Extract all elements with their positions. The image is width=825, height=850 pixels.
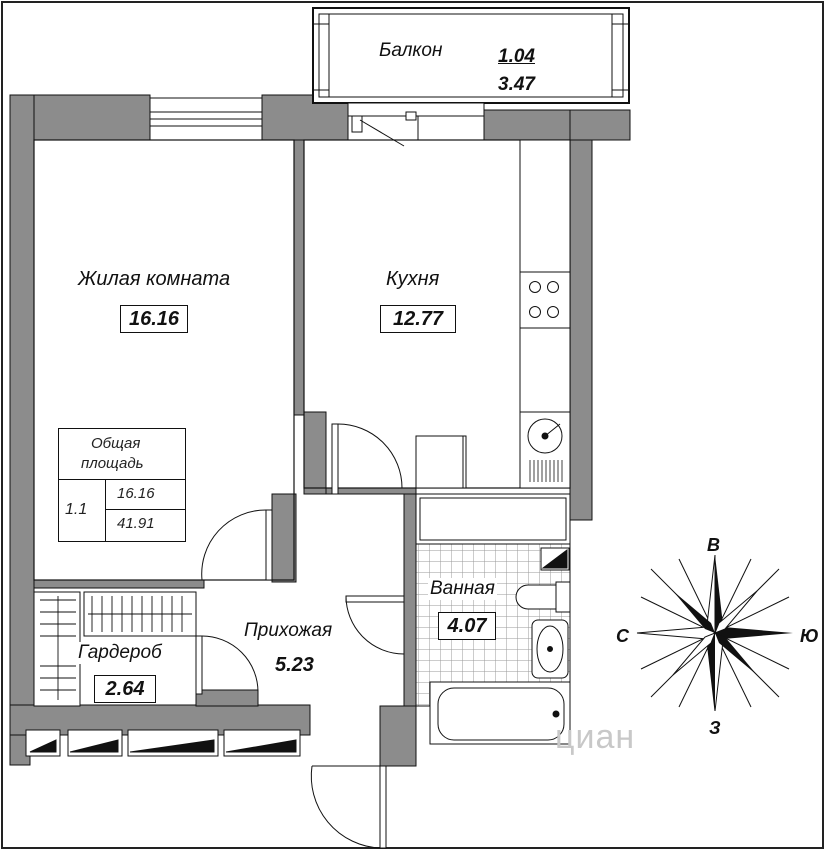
- balcony-area-1: 1.04: [498, 46, 535, 67]
- sink-icon: [527, 418, 563, 482]
- bathroom-shelf: [415, 493, 571, 545]
- kitchen-door: [331, 423, 403, 495]
- entrance-door: [310, 765, 387, 849]
- compass-west: С: [616, 626, 629, 646]
- summary-divider: [59, 479, 185, 480]
- kitchen-area: 12.77: [380, 305, 456, 333]
- compass-east: Ю: [800, 626, 819, 646]
- living-room-label: Жилая комната: [78, 268, 231, 290]
- bottom-windows: [25, 729, 301, 757]
- summary-apartment: 1.1: [65, 501, 88, 518]
- bathroom-area: 4.07: [438, 612, 496, 640]
- bathroom-door: [345, 595, 405, 655]
- balcony-label: Балкон: [379, 40, 443, 61]
- kitchen-table: [415, 435, 467, 489]
- summary-total-area: 41.91: [117, 515, 155, 532]
- compass-south: З: [709, 718, 721, 738]
- bathroom-label: Ванная: [428, 578, 497, 600]
- hallway-area: 5.23: [275, 654, 314, 676]
- summary-living-area: 16.16: [117, 485, 155, 502]
- wardrobe-shelves: [33, 591, 197, 707]
- summary-hdivider: [105, 509, 185, 510]
- living-door: [201, 509, 273, 581]
- watermark: циан: [555, 718, 636, 756]
- summary-title-2: площадь: [81, 455, 144, 472]
- wardrobe-label: Гардероб: [76, 642, 164, 664]
- balcony-door: [347, 102, 485, 147]
- compass-rose-icon: [636, 554, 793, 712]
- kitchen-label: Кухня: [386, 268, 440, 290]
- washbasin-icon: [531, 619, 569, 679]
- balcony-outline: [312, 7, 630, 104]
- toilet-icon: [515, 581, 571, 613]
- compass-north: В: [707, 535, 720, 555]
- balcony-area-2: 3.47: [498, 74, 535, 95]
- hallway-label: Прихожая: [244, 620, 333, 641]
- washing-machine-icon: [540, 547, 570, 571]
- summary-title-1: Общая: [91, 435, 141, 452]
- bathtub-icon: [429, 681, 571, 745]
- stove-icon: [529, 281, 559, 318]
- living-room-area: 16.16: [120, 305, 188, 333]
- summary-vdivider: [105, 479, 106, 541]
- wardrobe-area: 2.64: [94, 675, 156, 703]
- total-area-table: Общая площадь 1.1 16.16 41.91: [58, 428, 186, 542]
- wardrobe-door: [195, 635, 259, 695]
- window-living: [149, 97, 263, 141]
